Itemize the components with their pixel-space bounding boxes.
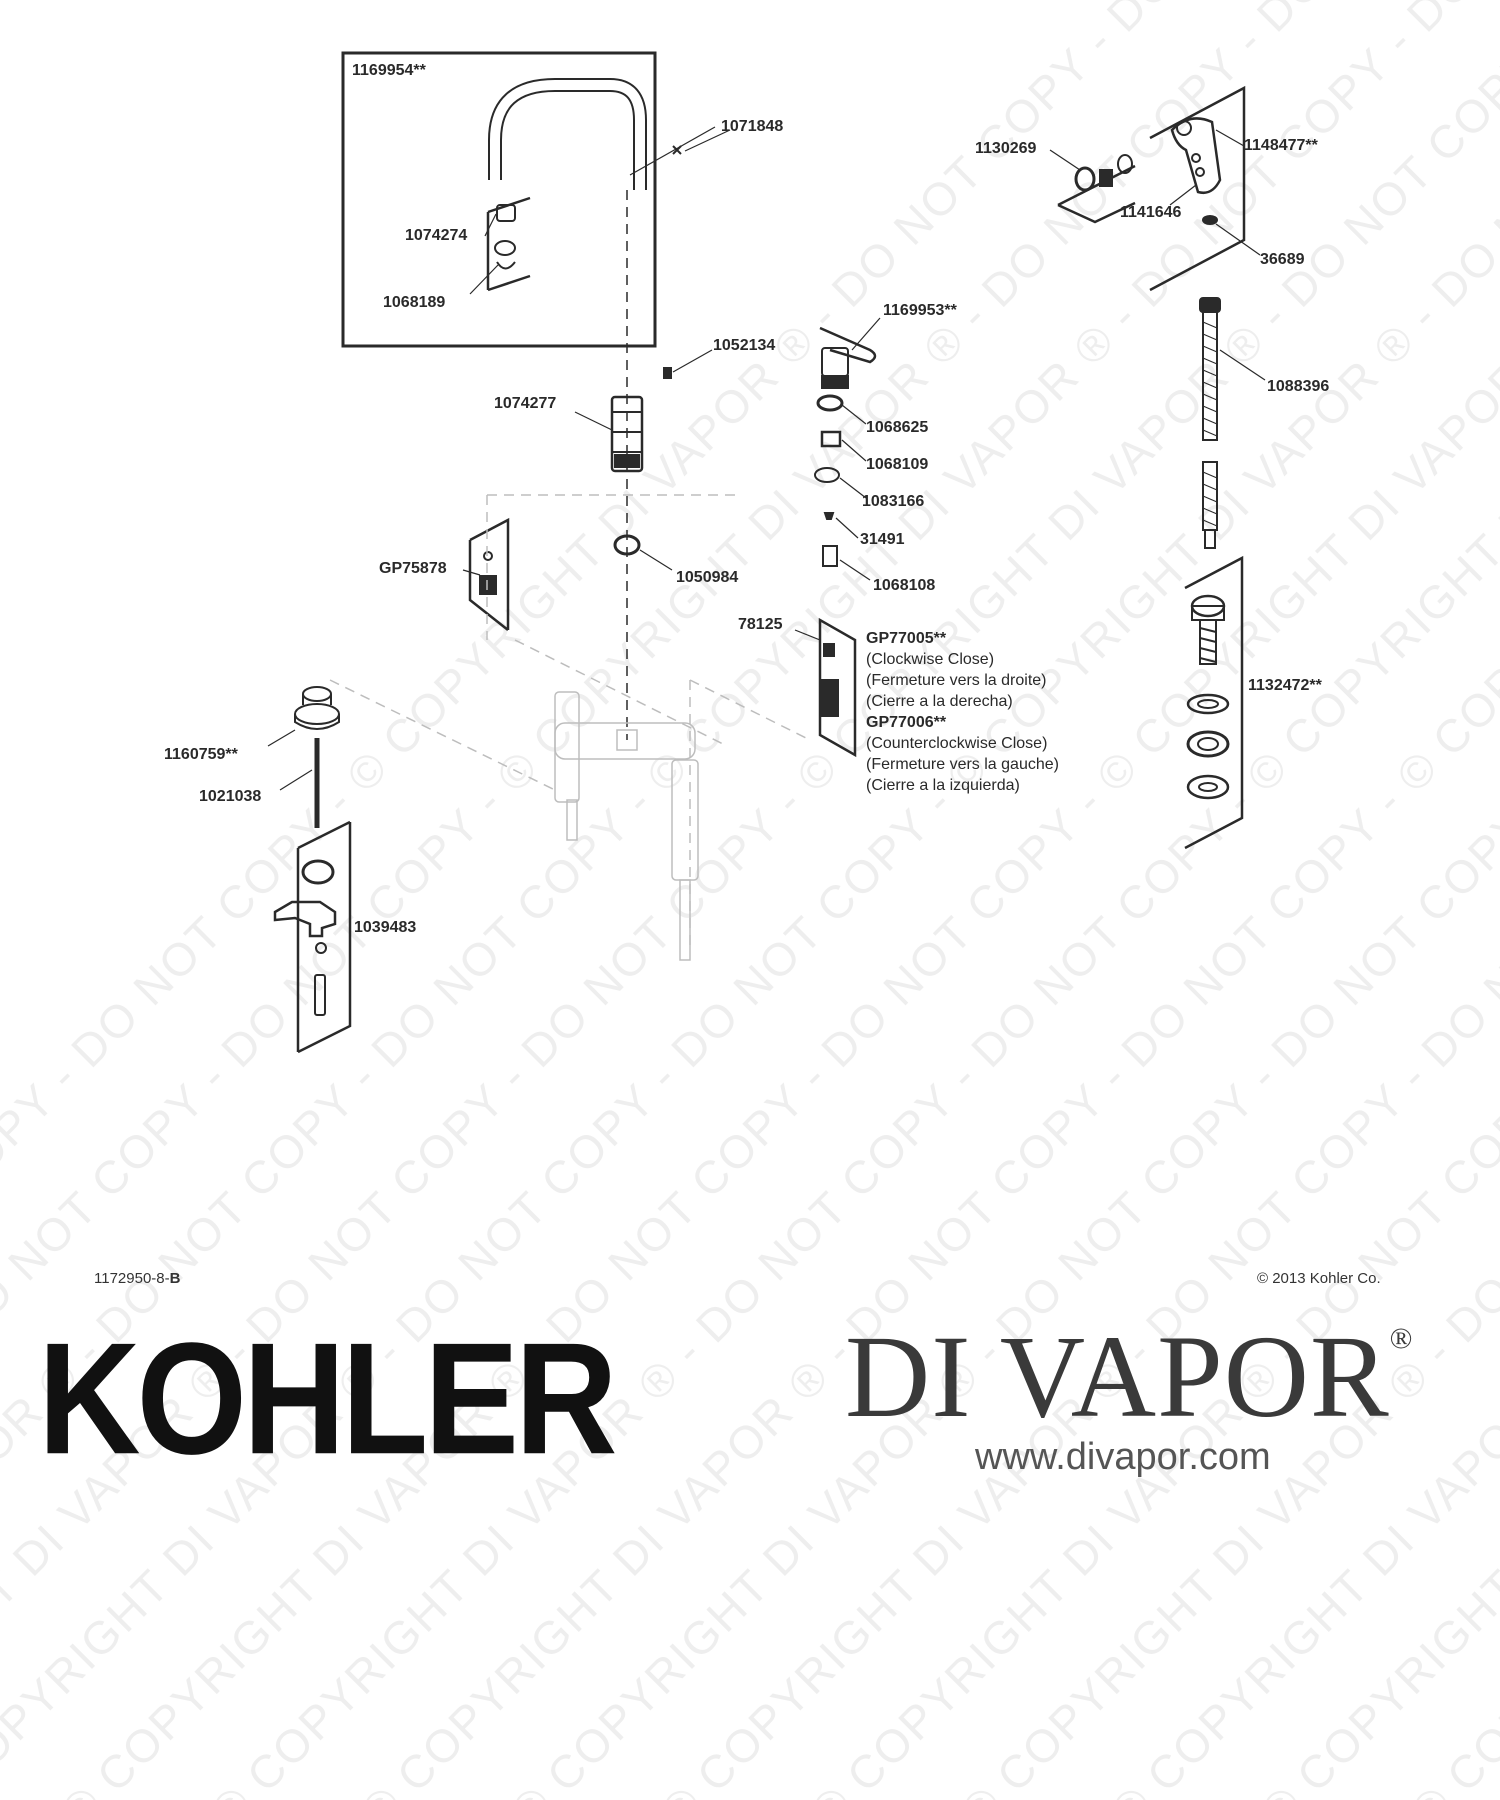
part-label-1071848: 1071848 [721,118,784,135]
screw-31491 [823,512,835,520]
o-ring-1083166 [814,467,840,483]
part-label-1021038: 1021038 [199,788,262,805]
sprayhead-1148477 [1170,117,1222,194]
part-label-1068108: 1068108 [873,577,936,594]
mounting-kit-bracket [296,820,352,1054]
cartridge-gp77006-line-2: (Fermeture vers la gauche) [866,756,1059,773]
adapter-1130269 [1074,154,1133,192]
cartridge-gp77005-line-1: (Clockwise Close) [866,651,995,668]
part-label-78125: 78125 [738,616,783,633]
adapter-1068108 [822,545,838,567]
swivel-adapter-1074277 [610,395,644,473]
part-label-1088396: 1088396 [1267,378,1330,395]
washer-1050984 [613,534,641,556]
handle-1169953 [819,326,877,389]
part-label-1068109: 1068109 [866,456,929,473]
part-label-1074274: 1074274 [405,227,468,244]
hose-guide-1132472 [1186,594,1230,800]
nut-1068109 [820,430,842,448]
part-label-1169953: 1169953** [883,302,957,319]
part-label-1160759: 1160759** [164,746,238,763]
part-label-1148477: 1148477** [1244,137,1318,154]
leader-lines [267,126,1266,791]
gp75878-bracket [468,517,510,631]
spout-tube [488,78,647,190]
cartridge-gp77006-label: GP77006** [866,714,947,731]
divapor-logo: DI VAPOR® [845,1318,1413,1436]
divapor-logo-text: DI VAPOR [845,1311,1390,1442]
screw-1052134 [663,367,672,379]
registered-mark: ® [1389,1322,1414,1355]
spout-kit-box [341,51,657,348]
o-ring-1068625 [816,394,844,412]
part-label-1039483: 1039483 [354,919,417,936]
cartridge-gp77005-line-3: (Cierre a la derecha) [866,693,1013,710]
document-code: 1172950-8-B [94,1270,180,1287]
cartridge-gp77005-line-2: (Fermeture vers la droite) [866,672,1047,689]
kohler-logo: KOHLER [38,1309,618,1488]
part-label-36689: 36689 [1260,251,1305,268]
part-label-1068189: 1068189 [383,294,446,311]
faucet-body-ghost [329,494,811,961]
divapor-url: www.divapor.com [975,1436,1271,1478]
part-label-gp75878: GP75878 [379,560,447,577]
document-code-revision: B [169,1270,181,1287]
part-label-1169954: 1169954** [352,62,426,79]
hose-1088396 [1199,297,1221,549]
aerator-bracket [486,196,531,292]
aerator-ring [494,240,516,256]
part-label-1141646: 1141646 [1120,204,1182,221]
copyright-notice: © 2013 Kohler Co. [1257,1270,1381,1287]
cartridge-gp77006-line-1: (Counterclockwise Close) [866,735,1048,752]
hose-guide-bracket [1184,555,1244,850]
washer-36689 [1202,215,1218,225]
part-label-1050984: 1050984 [676,569,739,586]
part-label-1074277: 1074277 [494,395,557,412]
part-label-31491: 31491 [860,531,905,548]
part-label-1068625: 1068625 [866,419,929,436]
cartridge-gp77006-line-3: (Cierre a la izquierda) [866,777,1020,794]
escutcheon-1160759 [294,686,340,730]
part-label-1130269: 1130269 [975,140,1037,157]
cartridge-gp77005-label: GP77005** [866,630,947,647]
part-label-1083166: 1083166 [862,493,925,510]
part-label-1052134: 1052134 [713,337,776,354]
aerator-part [496,204,516,222]
document-code-prefix: 1172950-8- [94,1270,170,1287]
cartridge-note: GP77005** (Clockwise Close) (Fermeture v… [866,628,1059,796]
part-label-1132472: 1132472** [1248,677,1322,694]
exploded-parts-diagram [267,51,1266,1054]
